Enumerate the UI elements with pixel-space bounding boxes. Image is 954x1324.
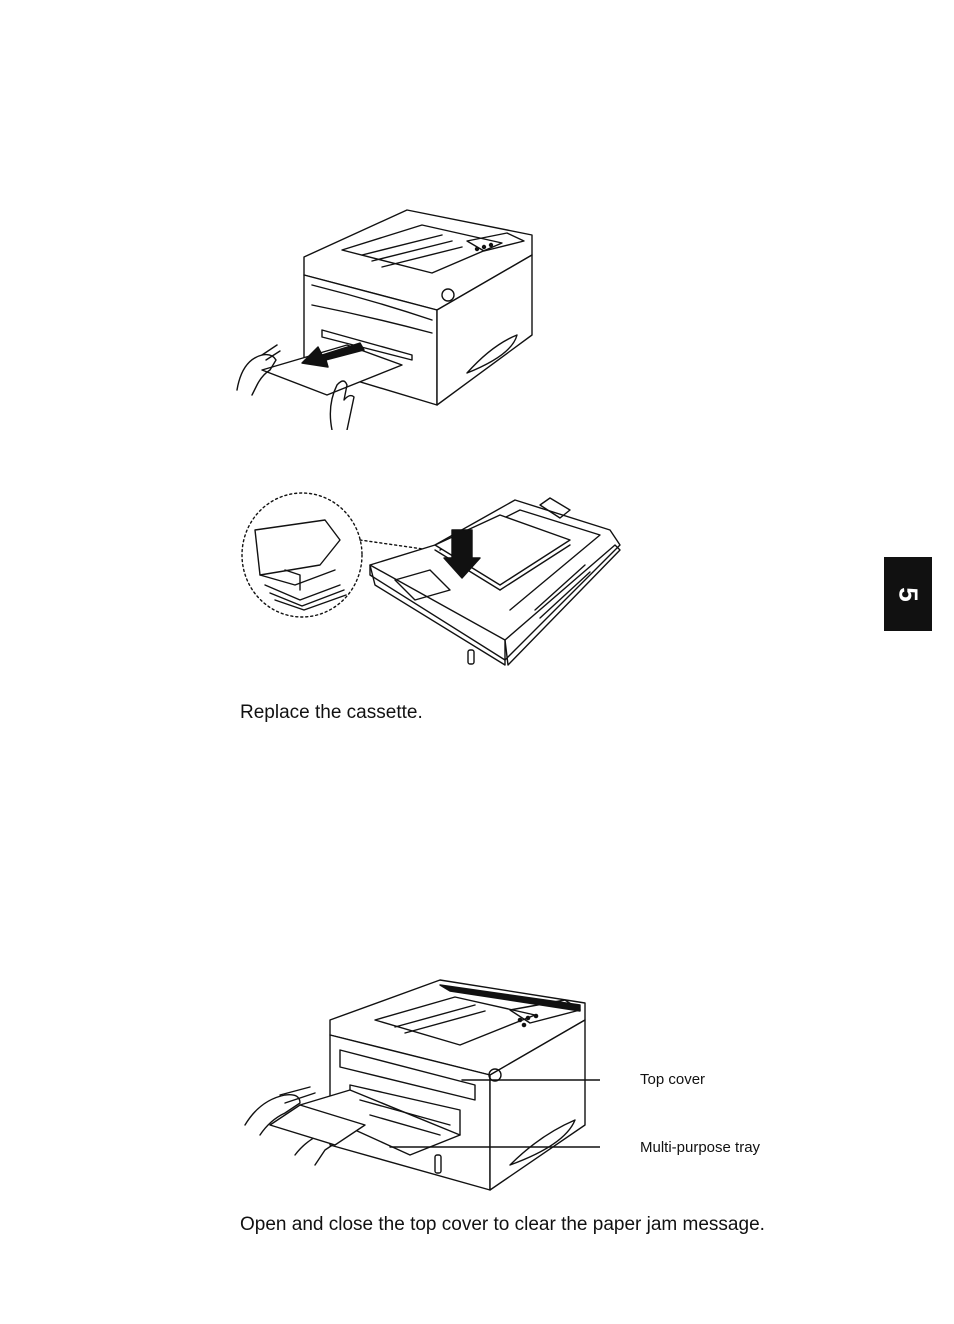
paper-cassette-illustration xyxy=(240,490,625,685)
section-tab: 5 xyxy=(884,557,932,631)
callout-multi-purpose-tray: Multi-purpose tray xyxy=(640,1139,760,1156)
printer-paper-removal-illustration xyxy=(232,205,537,430)
callout-top-cover: Top cover xyxy=(640,1071,705,1088)
caption-open-close-cover: Open and close the top cover to clear th… xyxy=(240,1214,765,1236)
caption-replace-cassette: Replace the cassette. xyxy=(240,702,423,724)
section-tab-number: 5 xyxy=(893,587,924,601)
printer-multipurpose-tray-illustration xyxy=(240,975,600,1197)
